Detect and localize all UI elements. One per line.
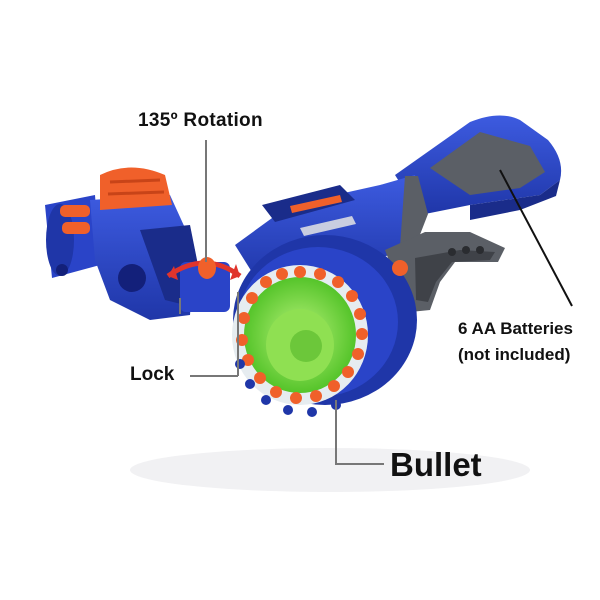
bullet-label: Bullet xyxy=(390,446,482,483)
drum-magazine xyxy=(232,235,417,417)
rotation-label: 135º Rotation xyxy=(138,110,263,131)
stock xyxy=(395,115,562,220)
rotation-joint xyxy=(166,257,242,312)
grip-handle xyxy=(385,232,505,312)
batteries-label: 6 AA Batteries (not included) xyxy=(458,316,573,368)
callout-lines xyxy=(179,140,573,465)
foam-darts-ring xyxy=(236,266,368,404)
ground-shadow xyxy=(130,448,530,492)
batteries-line-2: (not included) xyxy=(458,345,571,364)
batteries-line-1: 6 AA Batteries xyxy=(458,319,573,338)
foam-darts-outer xyxy=(235,359,341,417)
front-barrel xyxy=(45,167,200,320)
lock-label: Lock xyxy=(130,364,175,385)
